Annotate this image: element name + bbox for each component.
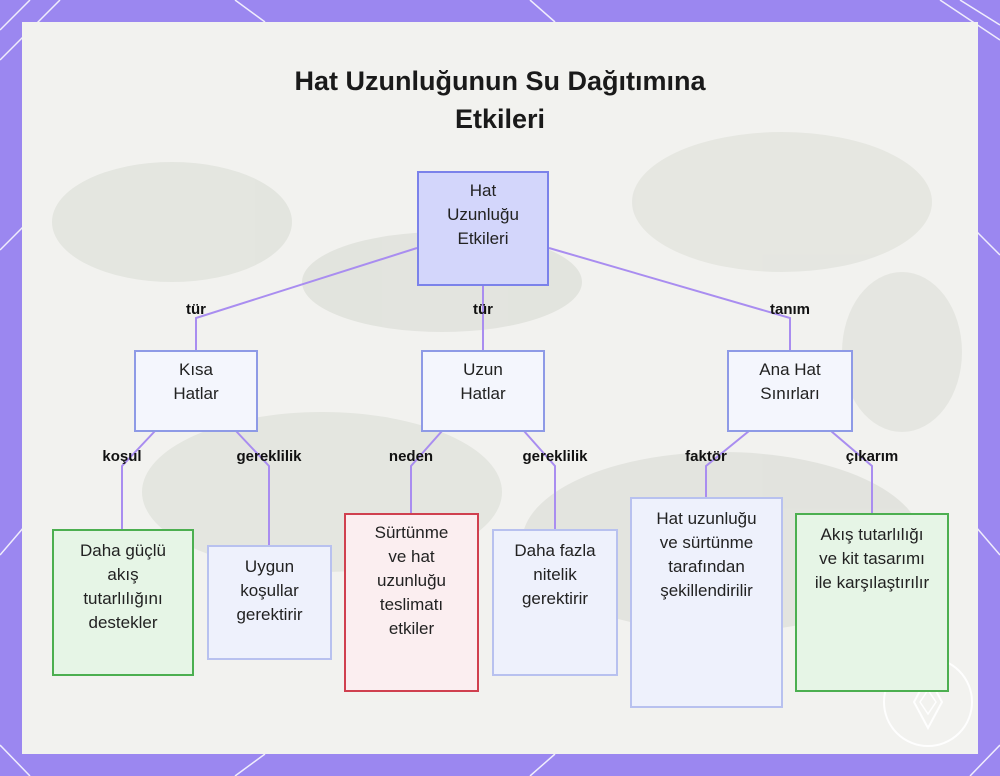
edge-root-main — [548, 247, 791, 350]
edge-label-root-main: tanım — [769, 301, 811, 318]
edge-long-a — [410, 430, 443, 513]
node-short-b-label: Uygun koşullar gerektirir — [236, 557, 303, 624]
node-main-limits: Ana Hat Sınırları — [727, 350, 853, 432]
edge-long-b — [523, 430, 556, 529]
node-short-lines: Kısa Hatlar — [134, 350, 258, 432]
edge-label-root-short: tür — [186, 301, 206, 318]
node-long-b: Daha fazla nitelik gerektirir — [492, 529, 618, 676]
node-long-lines-label: Uzun Hatlar — [460, 360, 506, 403]
edge-label-long-a: neden — [388, 448, 434, 465]
blurred-background — [52, 132, 962, 632]
node-short-a-label: Daha güçlü akış tutarlılığını destekler — [79, 541, 166, 632]
node-long-lines: Uzun Hatlar — [421, 350, 545, 432]
node-main-b-label: Akış tutarlılığı ve kit tasarımı ile kar… — [814, 525, 930, 592]
node-root: Hat Uzunluğu Etkileri — [417, 171, 549, 286]
node-root-label: Hat Uzunluğu Etkileri — [447, 181, 519, 248]
node-long-a-label: Sürtünme ve hat uzunluğu teslimatı etkil… — [374, 523, 449, 638]
edge-label-main-b: çıkarım — [845, 448, 899, 465]
node-main-b: Akış tutarlılığı ve kit tasarımı ile kar… — [795, 513, 949, 692]
node-long-a: Sürtünme ve hat uzunluğu teslimatı etkil… — [344, 513, 479, 692]
edge-short-b — [235, 430, 270, 545]
node-long-b-label: Daha fazla nitelik gerektirir — [514, 541, 596, 608]
node-short-b: Uygun koşullar gerektirir — [207, 545, 332, 660]
node-main-a: Hat uzunluğu ve sürtünme tarafından şeki… — [630, 497, 783, 708]
edge-label-root-long: tür — [473, 301, 493, 318]
node-short-lines-label: Kısa Hatlar — [173, 360, 219, 403]
edge-label-short-b: gereklilik — [236, 448, 302, 465]
edge-label-long-b: gereklilik — [522, 448, 588, 465]
node-main-limits-label: Ana Hat Sınırları — [759, 360, 821, 403]
edge-label-main-a: faktör — [685, 448, 727, 465]
edge-main-b — [830, 430, 873, 513]
edge-label-short-a: koşul — [102, 448, 142, 465]
edge-root-short — [195, 247, 418, 350]
node-short-a: Daha güçlü akış tutarlılığını destekler — [52, 529, 194, 676]
edge-main-a — [705, 430, 750, 497]
title-text: Hat Uzunluğunun Su Dağıtımına Etkileri — [294, 66, 706, 134]
edge-short-a — [121, 430, 156, 529]
diagram-title: Hat Uzunluğunun Su Dağıtımına Etkileri — [0, 62, 1000, 138]
node-main-a-label: Hat uzunluğu ve sürtünme tarafından şeki… — [656, 509, 757, 600]
